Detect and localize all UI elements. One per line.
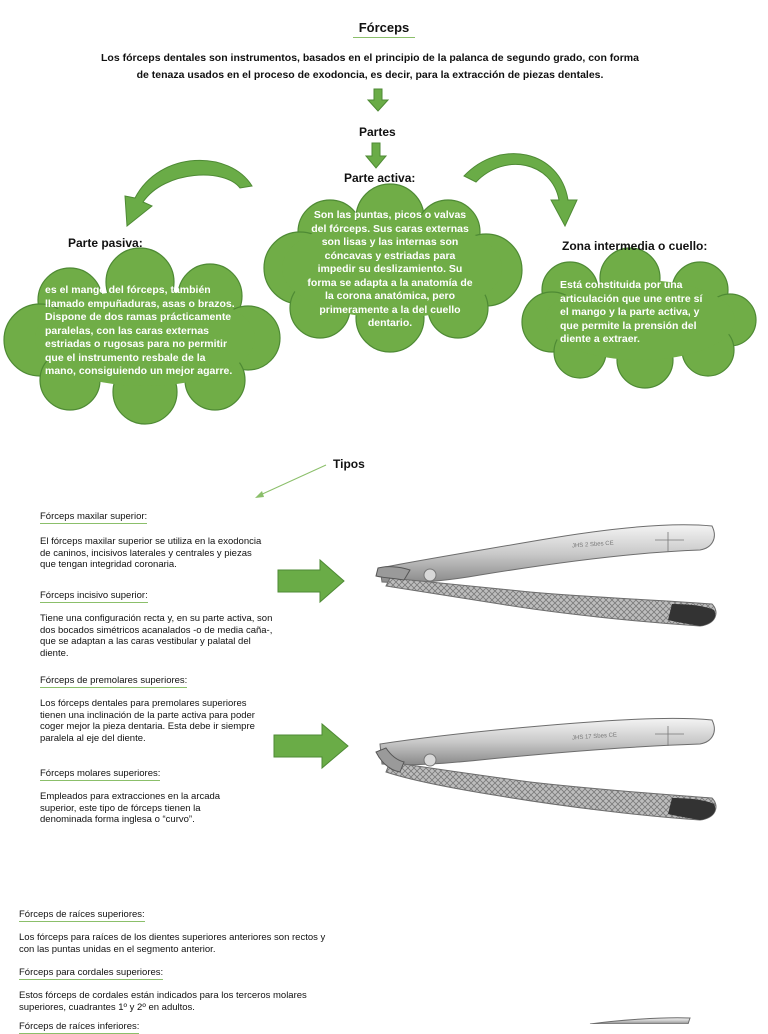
tipo-molares-superiores: Fórceps molares superiores: Empleados pa… <box>40 763 230 826</box>
tipo-title: Fórceps incisivo superior: <box>40 590 148 603</box>
cloud-center <box>263 183 523 353</box>
down-arrow-partes <box>364 142 388 169</box>
intro-line-2: de tenaza usados en el proceso de exodon… <box>136 69 604 81</box>
parte-pasiva-text: es el mango del fórceps, también llamado… <box>45 284 235 377</box>
tipo-incisivo-superior: Fórceps incisivo superior: Tiene una con… <box>40 585 275 659</box>
tipo-cordales-superiores: Fórceps para cordales superiores: Estos … <box>19 962 309 1013</box>
tipo-raices-superiores: Fórceps de raíces superiores: Los fórcep… <box>19 904 329 955</box>
forceps-image-2 <box>375 717 717 821</box>
zona-intermedia-text: Está constituida por una articulación qu… <box>560 279 703 345</box>
partes-label: Partes <box>359 125 396 139</box>
tipo-title: Fórceps maxilar superior: <box>40 511 148 524</box>
tipo-premolares-superiores: Fórceps de premolares superiores: Los fó… <box>40 670 270 744</box>
intro-paragraph: Los fórceps dentales son instrumentos, b… <box>70 50 670 84</box>
tipos-pointer-arrowhead <box>255 491 264 498</box>
down-arrow-top <box>366 88 390 112</box>
intro-line-1: Los fórceps dentales son instrumentos, b… <box>101 52 639 64</box>
cloud-left <box>3 247 281 425</box>
tipo-maxilar-superior: Fórceps maxilar superior: El fórceps max… <box>40 506 265 571</box>
tipo-raices-inferiores: Fórceps de raíces inferiores: <box>19 1016 309 1034</box>
parte-activa-text: Son las puntas, picos o valvas del fórce… <box>307 209 473 329</box>
parte-activa-label: Parte activa: <box>344 171 416 185</box>
tipo-text: El fórceps maxilar superior se utiliza e… <box>40 536 262 570</box>
tipo-title: Fórceps de premolares superiores: <box>40 675 188 688</box>
tipo-text: Estos fórceps de cordales están indicado… <box>19 990 307 1013</box>
curved-arrow-right <box>463 153 578 228</box>
parte-pasiva-label: Parte pasiva: <box>68 236 143 250</box>
tipo-title: Fórceps para cordales superiores: <box>19 967 164 980</box>
page-title: Fórceps <box>0 20 768 38</box>
right-arrow-1 <box>277 558 345 604</box>
forceps-image-1 <box>375 524 717 627</box>
tipo-title: Fórceps de raíces superiores: <box>19 909 145 922</box>
tipo-text: Los fórceps para raíces de los dientes s… <box>19 932 326 955</box>
tipos-label: Tipos <box>333 457 365 471</box>
zona-intermedia-label: Zona intermedia o cuello: <box>562 239 708 253</box>
tipo-text: Los fórceps dentales para premolares sup… <box>40 698 255 744</box>
tipos-pointer-line <box>257 464 327 497</box>
curved-arrow-left <box>124 159 253 227</box>
right-arrow-2 <box>273 722 349 770</box>
tipo-text: Empleados para extracciones en la arcada… <box>40 791 221 825</box>
tipo-title: Fórceps molares superiores: <box>40 768 161 781</box>
tipo-text: Tiene una configuración recta y, en su p… <box>40 613 273 659</box>
forceps-image-3-partial <box>589 1017 691 1024</box>
tipo-title: Fórceps de raíces inferiores: <box>19 1021 140 1034</box>
cloud-right <box>521 247 757 389</box>
